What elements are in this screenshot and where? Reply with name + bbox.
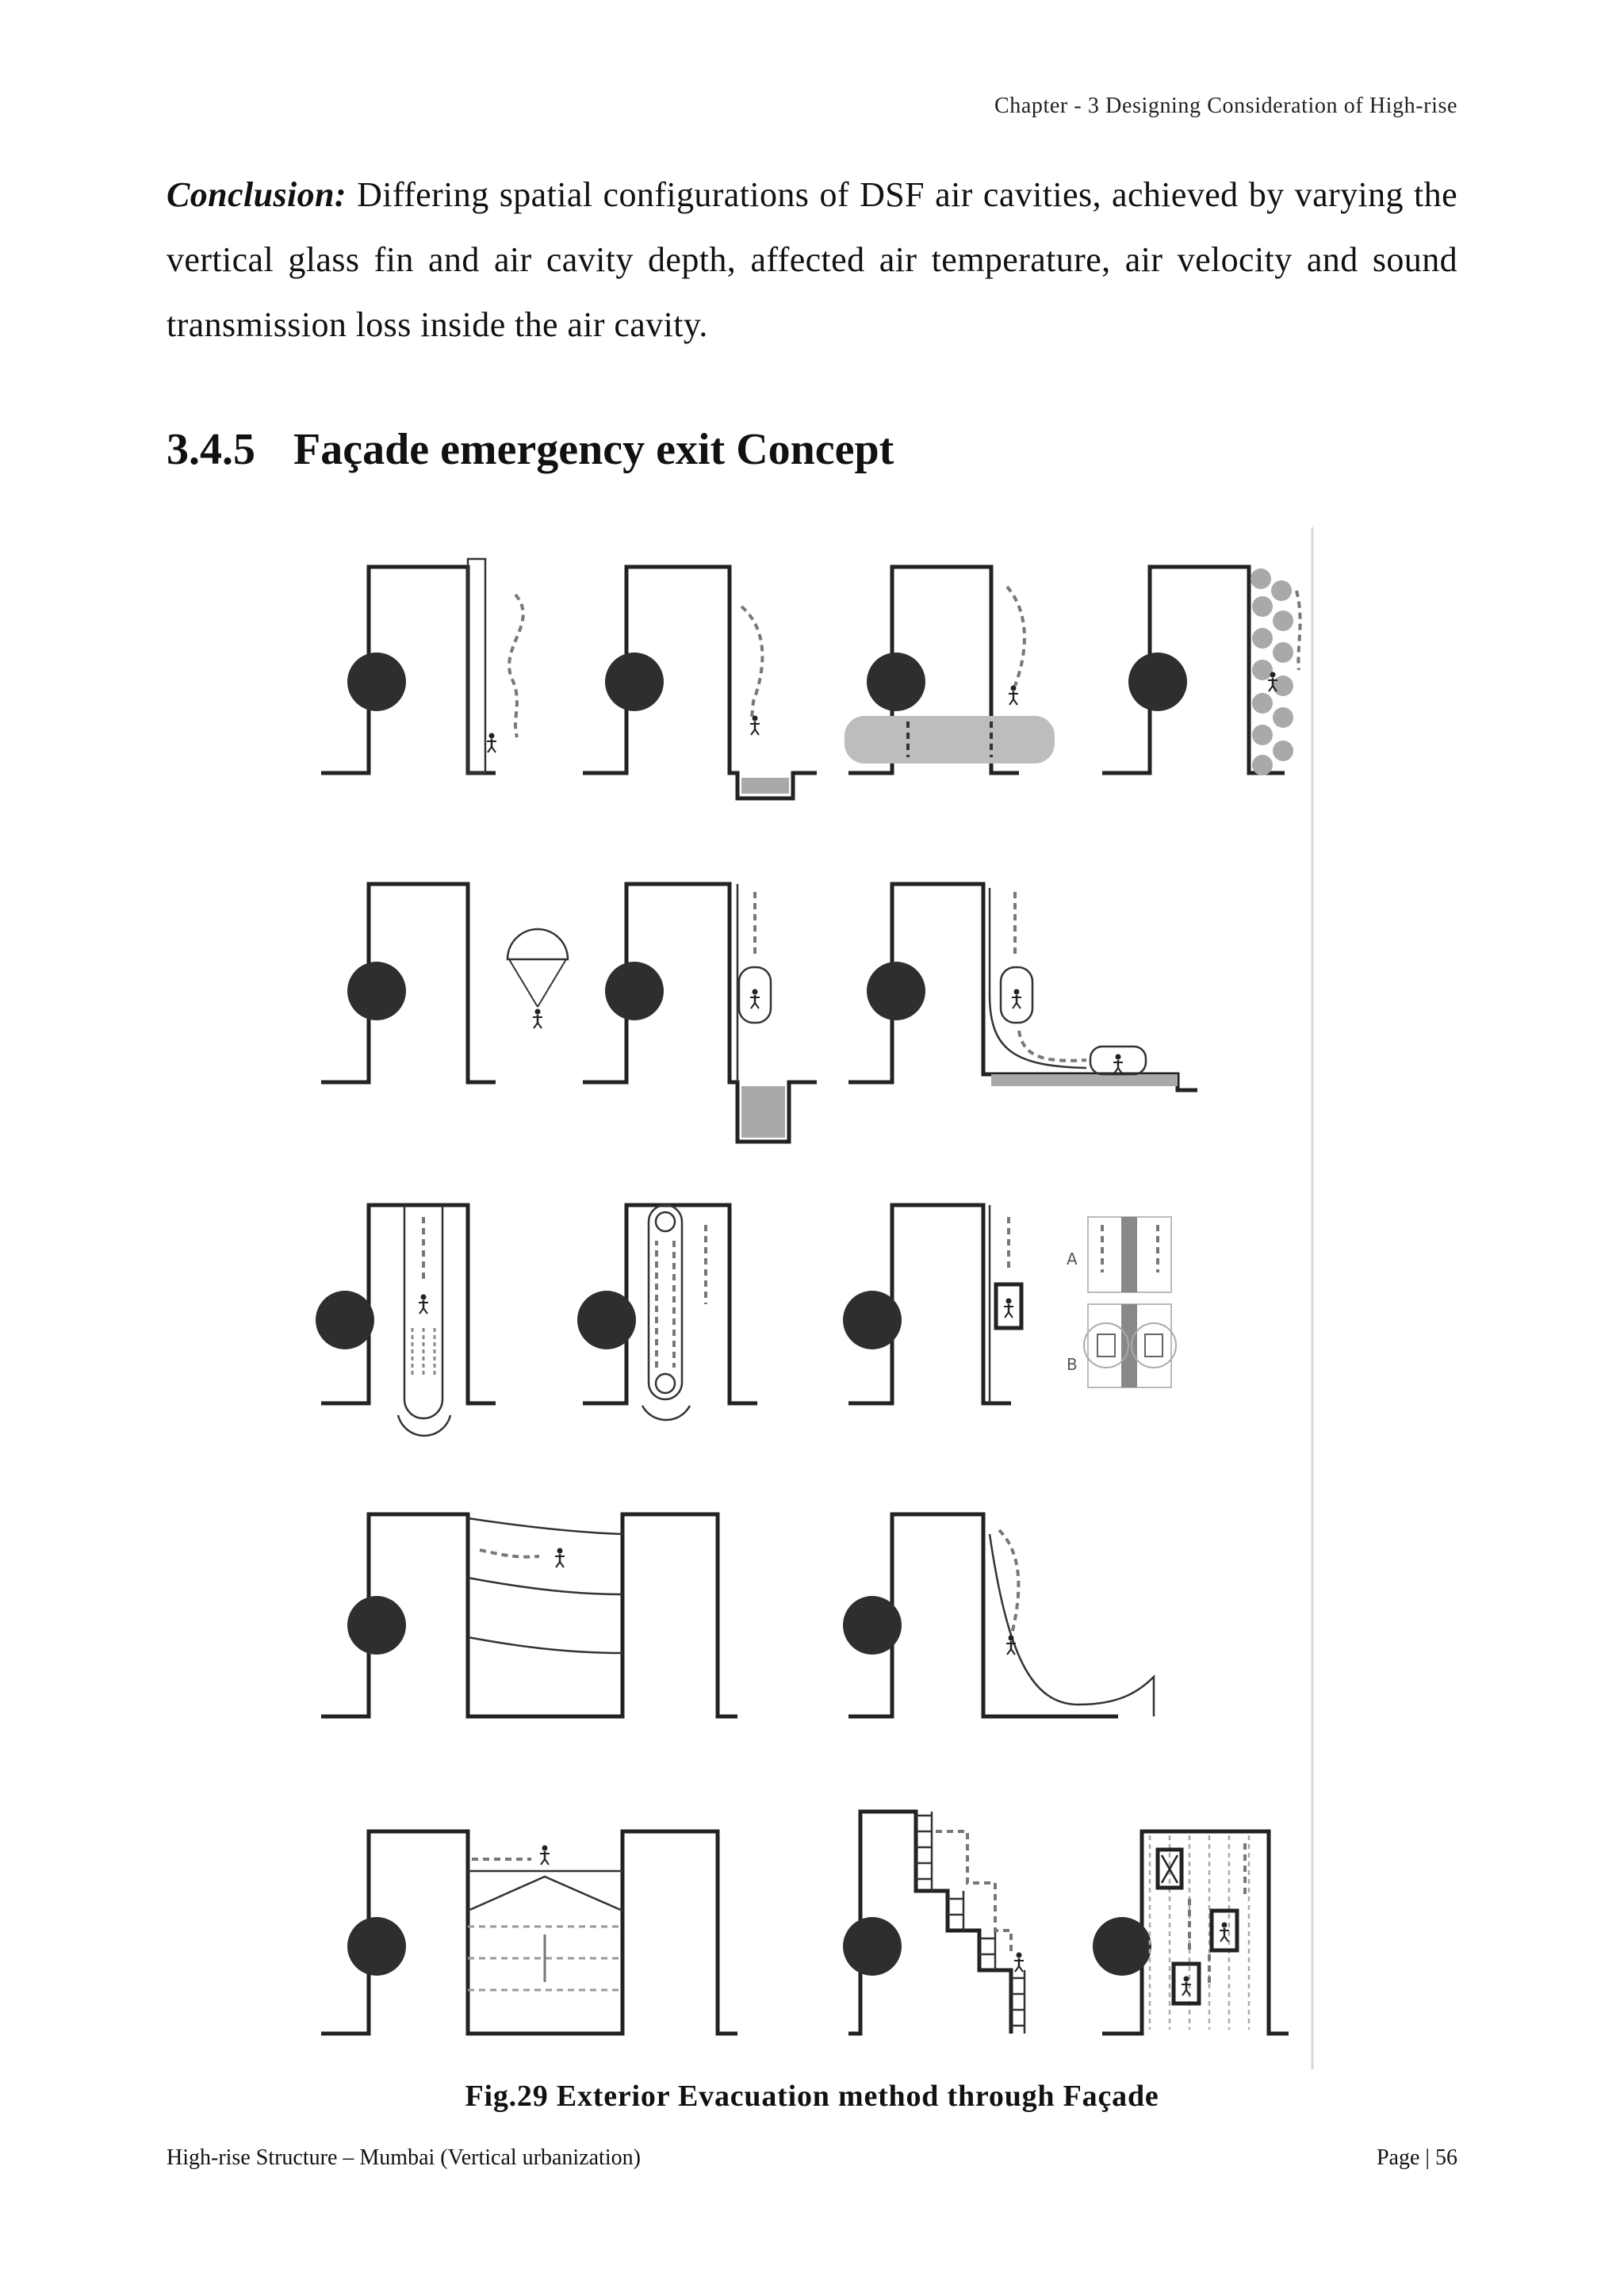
section-number: 3.4.5 xyxy=(167,425,255,474)
figure-caption: Fig.29 Exterior Evacuation method throug… xyxy=(465,2080,1159,2113)
cell-capsule-pool xyxy=(583,882,817,1144)
cell-stepped-stairs xyxy=(843,1809,1026,2036)
section-title: Façade emergency exit Concept xyxy=(293,425,894,474)
evacuation-diagram: .bld { fill:none; stroke:#222; stroke-wi… xyxy=(316,527,1314,2069)
cell-drop-pool xyxy=(583,564,817,801)
evacuation-figure: .bld { fill:none; stroke:#222; stroke-wi… xyxy=(301,527,1324,2069)
label-a: A xyxy=(1067,1249,1078,1269)
cell-air-cushion xyxy=(845,564,1055,775)
cell-conveyor xyxy=(577,1203,757,1422)
cell-magnetic-detail: A B xyxy=(1067,1216,1177,1388)
running-header: Chapter - 3 Designing Consideration of H… xyxy=(994,94,1457,118)
cell-rail-cabins xyxy=(1093,1829,1289,2036)
cell-balloons xyxy=(1102,564,1302,775)
cell-bridge-ropes xyxy=(321,1512,737,1719)
cell-capsule-slide xyxy=(848,882,1197,1093)
conclusion-paragraph: Conclusion: Differing spatial configurat… xyxy=(167,163,1457,358)
section-heading: 3.4.5 Façade emergency exit Concept xyxy=(167,424,894,475)
cell-lift-box xyxy=(843,1203,1024,1406)
cell-parachute xyxy=(321,882,569,1085)
label-b: B xyxy=(1067,1355,1078,1374)
cell-bridge-platform xyxy=(321,1829,737,2036)
cell-vertical-tube xyxy=(316,1203,496,1437)
conclusion-text: Differing spatial configurations of DSF … xyxy=(167,175,1457,344)
footer-title: High-rise Structure – Mumbai (Vertical u… xyxy=(167,2145,641,2170)
conclusion-lead: Conclusion: xyxy=(167,175,347,214)
cell-slide-ramp xyxy=(843,1512,1155,1719)
page-number: Page | 56 xyxy=(1376,2145,1457,2170)
cell-chute xyxy=(321,557,525,775)
